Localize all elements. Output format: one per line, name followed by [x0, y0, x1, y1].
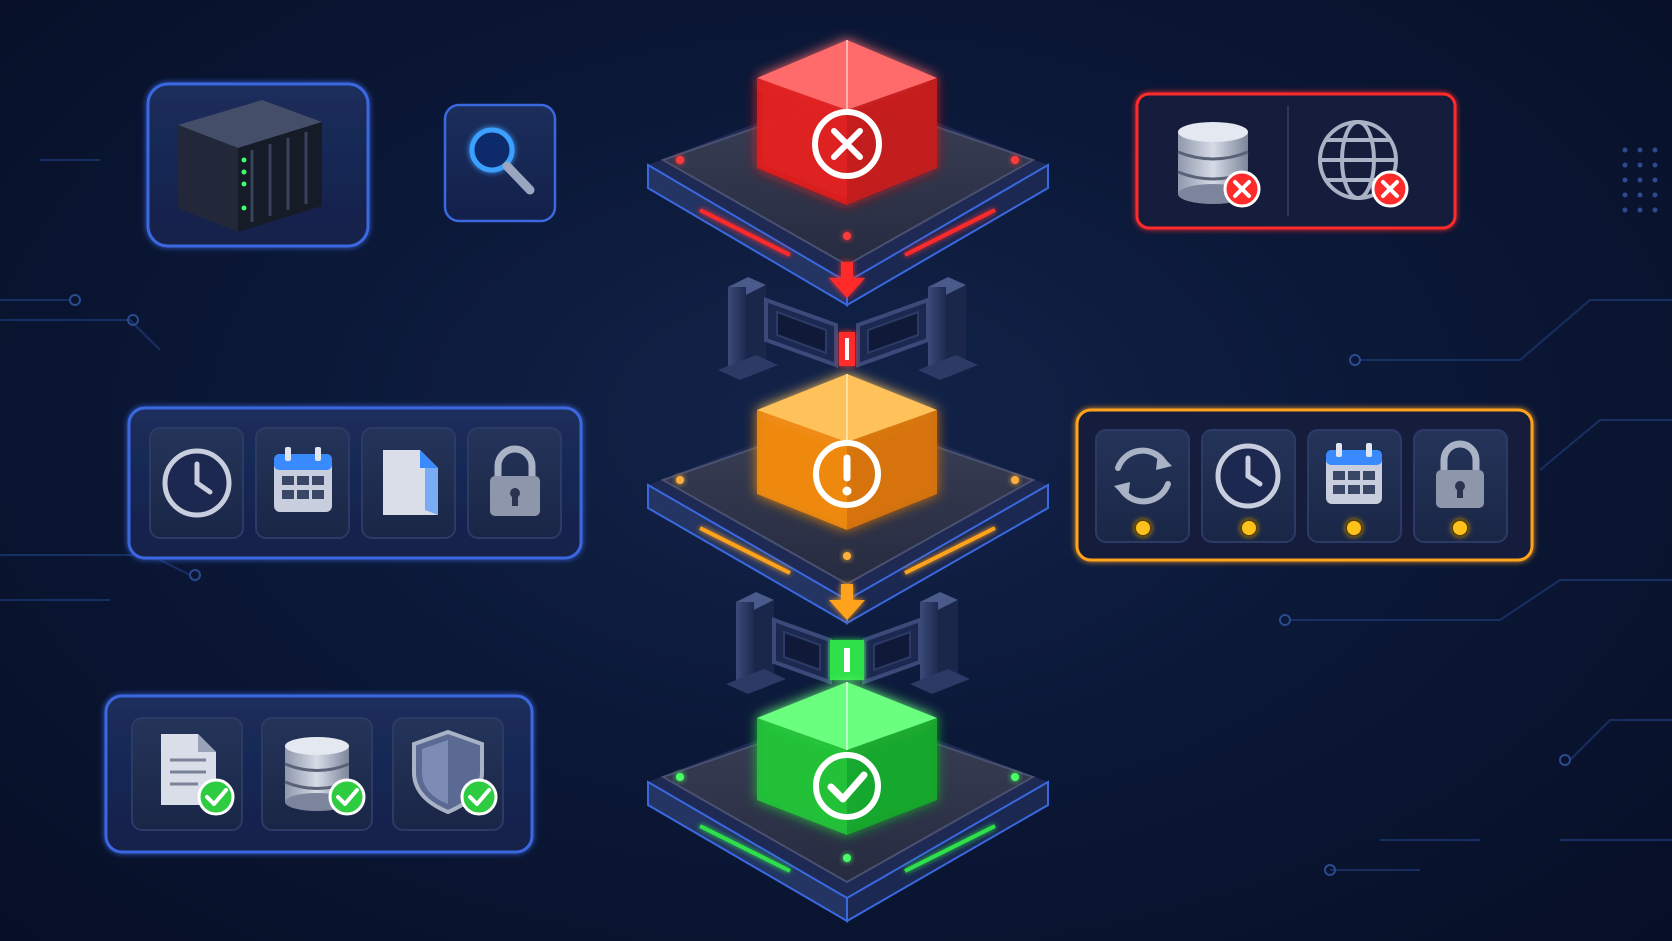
stage-warning-left-panel: [127, 406, 583, 560]
x-badge: [1223, 170, 1261, 208]
check-circle-icon: [813, 752, 881, 820]
inspect-tile: [443, 103, 557, 223]
x-circle-icon: [812, 109, 882, 179]
calendar-icon: [274, 447, 332, 512]
gate-warning-pass: [726, 592, 970, 694]
yellow-dot-badges: [1134, 519, 1469, 537]
nas-server-icon: [178, 100, 322, 232]
stage-pass-left-panel: [104, 694, 534, 854]
padlock-icon: [490, 445, 540, 516]
stage-warning-cube: [757, 374, 937, 530]
circuit-nodes: [69, 294, 1571, 876]
gate-fail-warning: [718, 277, 978, 380]
arrow-down-red: [829, 262, 865, 298]
arrow-down-orange: [829, 584, 865, 620]
check-badge: [460, 778, 498, 816]
clock-icon: [1215, 443, 1281, 509]
stage-warning-right-panel: [1075, 408, 1534, 562]
refresh-icon: [1114, 447, 1172, 505]
server-panel: [146, 82, 370, 248]
dot-matrix: [1622, 147, 1658, 213]
calendar-icon: [1326, 443, 1382, 504]
circuit-traces: [0, 159, 1672, 871]
clock-icon: [162, 448, 232, 518]
padlock-icon: [1436, 440, 1484, 508]
globe-icon: [1318, 120, 1398, 200]
x-badge: [1371, 170, 1409, 208]
database-icon: [284, 737, 350, 811]
document-icon: [383, 450, 438, 515]
check-badge: [328, 778, 366, 816]
magnifier-icon: [469, 127, 535, 195]
check-badge: [197, 778, 235, 816]
stage-fail-side-panel: [1135, 92, 1457, 230]
stage-fail-cube: [757, 40, 937, 205]
exclamation-circle-icon: [813, 440, 881, 508]
